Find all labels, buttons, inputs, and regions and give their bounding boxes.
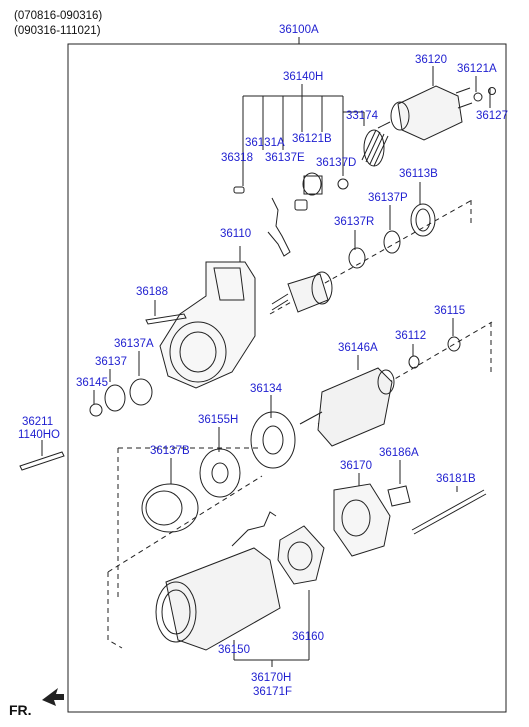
- part-label-36137P[interactable]: 36137P: [368, 192, 408, 204]
- overrunning-clutch: [271, 271, 333, 313]
- solenoid-36120: [377, 66, 473, 141]
- part-label-36188[interactable]: 36188: [136, 286, 168, 298]
- part-label-36137D[interactable]: 36137D: [316, 157, 357, 169]
- part-label-36113B[interactable]: 36113B: [399, 168, 438, 180]
- part-label-36160[interactable]: 36160: [292, 631, 324, 643]
- part-label-36318[interactable]: 36318: [221, 152, 253, 164]
- part-label-36137B[interactable]: 36137B: [150, 445, 190, 457]
- part-label-36115[interactable]: 36115: [434, 305, 466, 317]
- part-label-36155H[interactable]: 36155H: [198, 414, 239, 426]
- yoke-36150: [155, 511, 281, 651]
- front-direction-label: FR.: [9, 702, 32, 718]
- drive-housing-36110: [159, 246, 256, 389]
- spring-33174: [361, 129, 389, 167]
- part-label-1140HO[interactable]: 1140HO: [18, 429, 60, 441]
- part-label-36150[interactable]: 36150: [218, 644, 250, 656]
- date-range-1: (070816-090316): [14, 10, 103, 22]
- part-label-36137A[interactable]: 36137A: [114, 338, 154, 350]
- part-label-36127[interactable]: 36127: [476, 110, 508, 122]
- part-label-36137R[interactable]: 36137R: [334, 216, 375, 228]
- part-label-36110[interactable]: 36110: [220, 228, 252, 240]
- part-label-36186A[interactable]: 36186A: [379, 447, 419, 459]
- part-label-36171F[interactable]: 36171F: [253, 686, 293, 698]
- part-label-36137[interactable]: 36137: [95, 356, 127, 368]
- part-label-36181B[interactable]: 36181B: [436, 473, 476, 485]
- part-label-36145[interactable]: 36145: [76, 377, 108, 389]
- assembly-frame: [67, 43, 507, 713]
- part-label-36120[interactable]: 36120: [415, 54, 447, 66]
- armature-36146A: [299, 355, 395, 447]
- front-arrow-icon: [42, 688, 64, 706]
- part-label-36170H[interactable]: 36170H: [251, 672, 292, 684]
- part-label-36131A[interactable]: 36131A: [245, 137, 285, 149]
- part-label-36140H[interactable]: 36140H: [283, 71, 324, 83]
- part-label-36100A[interactable]: 36100A: [279, 24, 319, 36]
- part-label-36112[interactable]: 36112: [395, 330, 427, 342]
- part-label-33174[interactable]: 33174: [346, 110, 378, 122]
- date-range-2: (090316-111021): [14, 25, 101, 37]
- part-label-36121B[interactable]: 36121B: [292, 133, 332, 145]
- part-label-36170[interactable]: 36170: [340, 460, 372, 472]
- part-label-36137E[interactable]: 36137E: [265, 152, 305, 164]
- part-label-36134[interactable]: 36134: [250, 383, 282, 395]
- part-label-36146A[interactable]: 36146A: [338, 342, 378, 354]
- part-label-36121A[interactable]: 36121A: [457, 63, 497, 75]
- part-label-36211[interactable]: 36211: [22, 416, 54, 428]
- shift-lever-36131A: [267, 197, 291, 257]
